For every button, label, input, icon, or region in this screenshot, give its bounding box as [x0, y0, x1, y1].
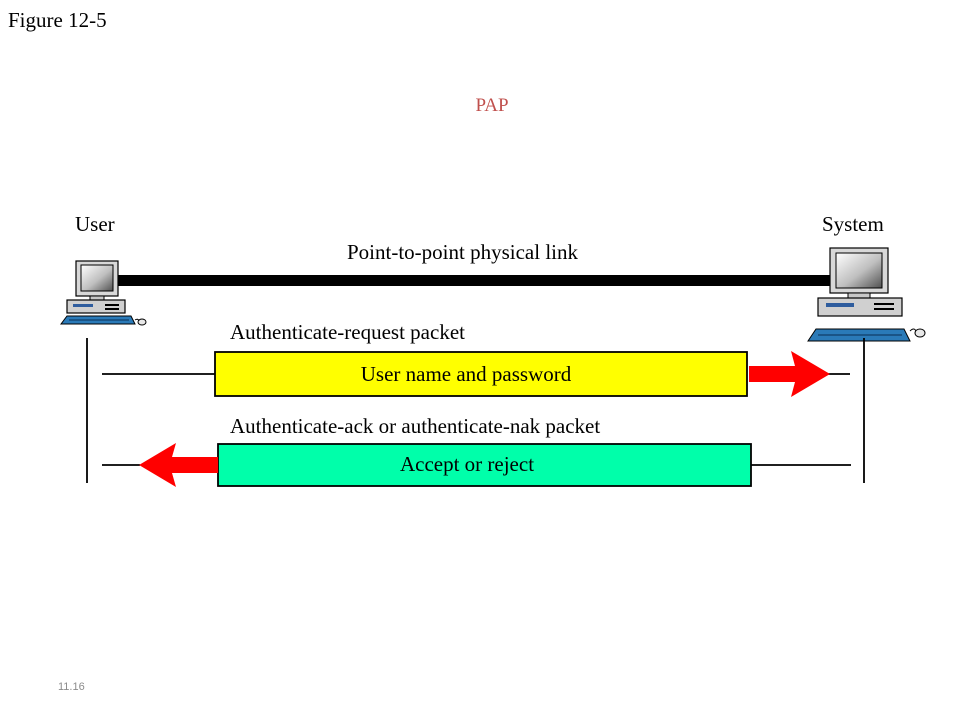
link-label: Point-to-point physical link	[347, 240, 578, 264]
request-arrow	[749, 351, 830, 397]
request-packet-content: User name and password	[361, 362, 572, 386]
user-label: User	[75, 212, 115, 236]
response-packet-content: Accept or reject	[400, 452, 534, 476]
response-packet-box	[217, 443, 752, 487]
figure-label: Figure 12-5	[8, 8, 107, 32]
user-computer-icon	[60, 260, 147, 326]
request-packet-box	[214, 351, 748, 397]
physical-link-line	[114, 275, 834, 286]
diagram-title: PAP	[475, 95, 508, 116]
request-packet-label: Authenticate-request packet	[230, 320, 465, 344]
system-label: System	[822, 212, 884, 236]
response-packet-label: Authenticate-ack or authenticate-nak pac…	[230, 414, 600, 438]
slide-number: 11.16	[58, 681, 85, 693]
system-computer-icon	[807, 247, 926, 342]
response-arrow	[139, 443, 218, 487]
